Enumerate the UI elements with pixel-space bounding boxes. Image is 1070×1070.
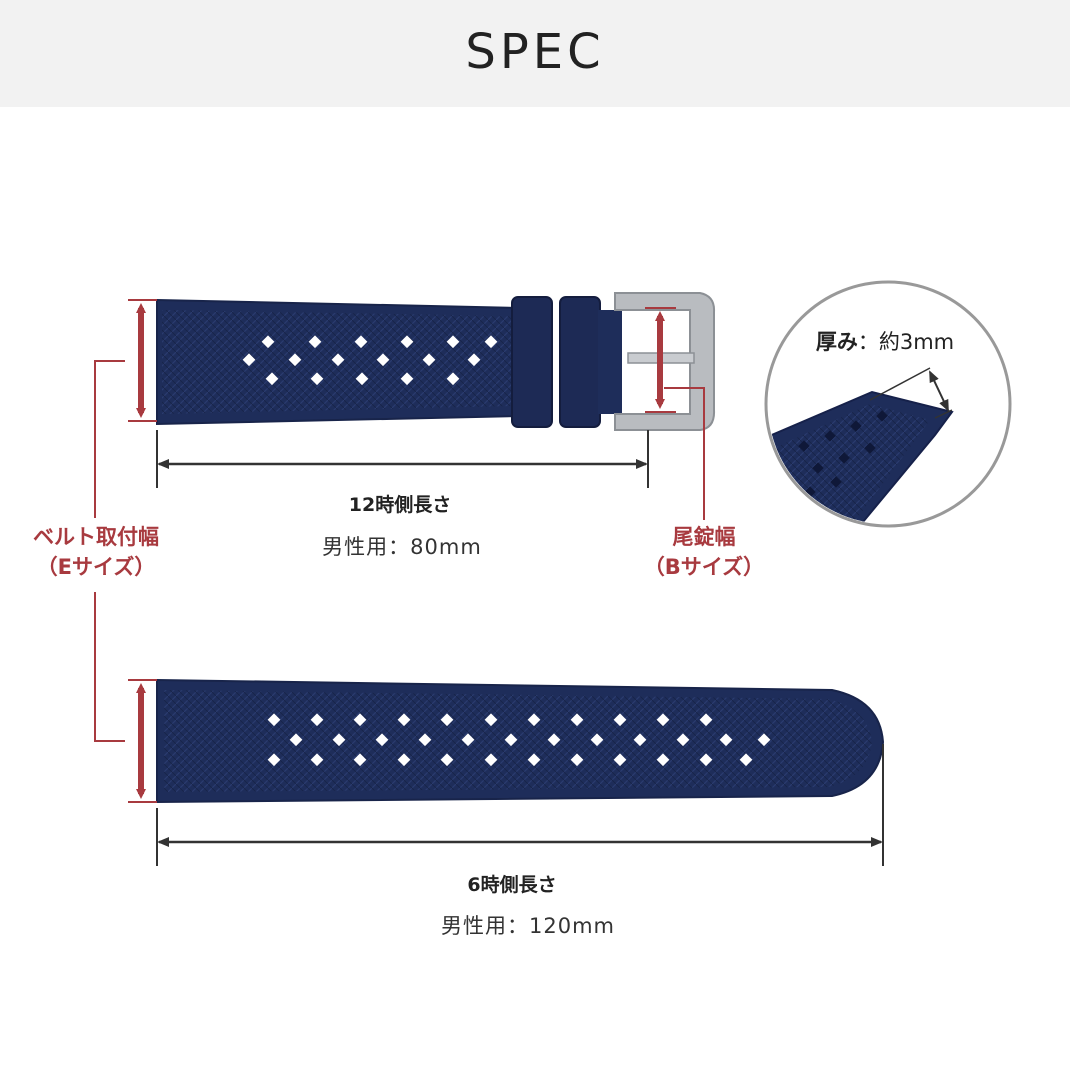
buckle-width-label: 尾錠幅 （Bサイズ） — [634, 522, 774, 582]
length-12-title: 12時側長さ — [348, 494, 452, 516]
buckle-width-line2: （Bサイズ） — [643, 555, 765, 579]
strap-12-oclock — [156, 292, 716, 431]
length-12-value: 男性用：80mm — [322, 535, 482, 559]
keeper-loop-1 — [511, 296, 553, 428]
length-6-value: 男性用：120mm — [441, 914, 615, 938]
thickness-label: 厚み：約3mm — [815, 330, 955, 354]
strap-holes-bottom — [267, 713, 771, 767]
belt-width-indicator — [94, 299, 157, 803]
length-6-indicator — [156, 744, 884, 866]
keeper-loop-2 — [559, 296, 601, 428]
belt-width-line2: （Eサイズ） — [36, 555, 156, 579]
header-bar: SPEC — [0, 0, 1070, 107]
strap-holes-top — [242, 335, 498, 386]
length-6-title: 6時側長さ — [467, 874, 557, 896]
thickness-detail — [764, 280, 1012, 528]
buckle — [614, 292, 716, 431]
belt-width-line1: ベルト取付幅 — [33, 525, 159, 549]
page-title: SPEC — [465, 24, 605, 80]
strap-6-oclock — [156, 678, 885, 804]
buckle-width-line1: 尾錠幅 — [672, 525, 736, 549]
buckle-width-indicator — [645, 307, 705, 520]
length-12-indicator — [156, 430, 649, 488]
belt-width-label: ベルト取付幅 （Eサイズ） — [16, 522, 176, 582]
